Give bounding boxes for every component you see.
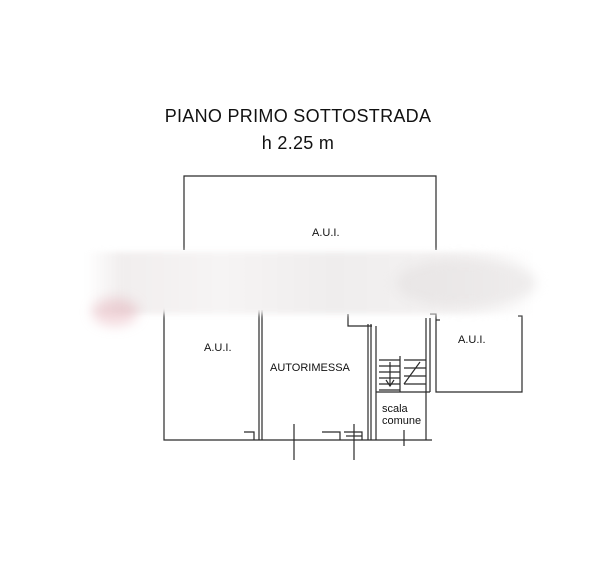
stair-diagonal: [403, 361, 421, 385]
stair-arrow: [385, 362, 395, 388]
room-label-stair-2: comune: [382, 415, 422, 427]
room-label-aui-right: A.U.I.: [458, 334, 486, 346]
wall-left-outer: [163, 306, 432, 441]
door-mark-2: [322, 431, 341, 440]
room-label-aui-left: A.U.I.: [204, 342, 232, 354]
blurred-blob: [396, 258, 536, 308]
door-mark-1: [244, 431, 255, 440]
room-label-aui-top: A.U.I.: [312, 227, 340, 239]
wall-top-room: [183, 175, 437, 250]
plan-title: PIANO PRIMO SOTTOSTRADA: [164, 106, 432, 126]
door-mark-3: [344, 431, 363, 440]
plan-height: h 2.25 m: [261, 133, 335, 153]
blurred-blob: [92, 298, 138, 326]
wall-right-room: [430, 313, 523, 393]
room-label-garage: AUTORIMESSA: [270, 362, 350, 374]
wall-notch: [347, 314, 372, 327]
room-label-stair-1: scala: [382, 403, 408, 415]
